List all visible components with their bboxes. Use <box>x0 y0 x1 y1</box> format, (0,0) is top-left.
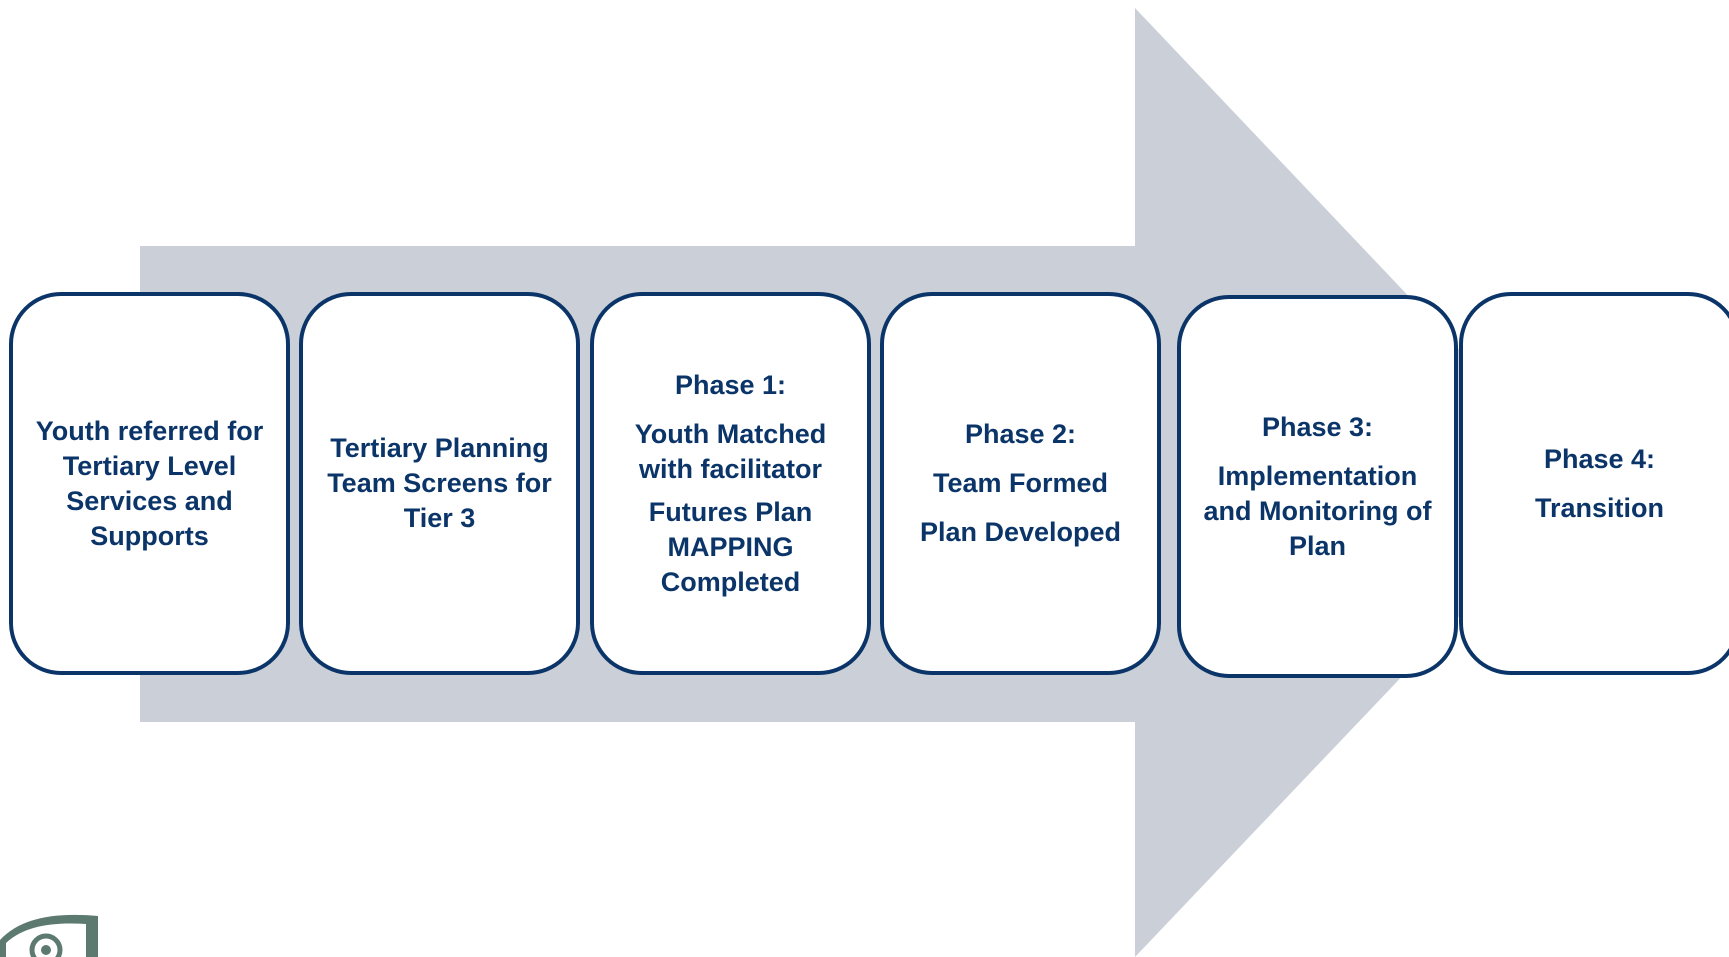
step-box-1: Youth referred for Tertiary Level Servic… <box>9 292 290 675</box>
phase-4-heading: Phase 4: <box>1543 443 1656 474</box>
phase-3-line-1: Implementation and Monitoring of Plan <box>1203 460 1432 561</box>
seal-logo-icon <box>0 914 98 957</box>
phase-1-heading: Phase 1: <box>674 369 787 400</box>
phase-3-heading: Phase 3: <box>1261 411 1374 442</box>
phase-2-line-1: Team Formed <box>932 468 1109 498</box>
step-box-phase-3: Phase 3: Implementation and Monitoring o… <box>1177 295 1458 678</box>
step-2-text: Tertiary Planning Team Screens for Tier … <box>327 433 552 533</box>
step-box-phase-2: Phase 2: Team Formed Plan Developed <box>880 292 1161 675</box>
phase-2-line-2: Plan Developed <box>919 517 1122 547</box>
step-box-2: Tertiary Planning Team Screens for Tier … <box>299 292 580 675</box>
phase-1-line-2: Futures Plan MAPPING Completed <box>648 496 813 597</box>
phase-2-heading: Phase 2: <box>964 419 1077 449</box>
step-1-text: Youth referred for Tertiary Level Servic… <box>35 415 264 551</box>
phase-4-line-1: Transition <box>1534 492 1664 523</box>
step-box-phase-4: Phase 4: Transition <box>1459 292 1729 675</box>
phase-1-line-1: Youth Matched with facilitator <box>634 418 827 484</box>
step-box-phase-1: Phase 1: Youth Matched with facilitator … <box>590 292 871 675</box>
